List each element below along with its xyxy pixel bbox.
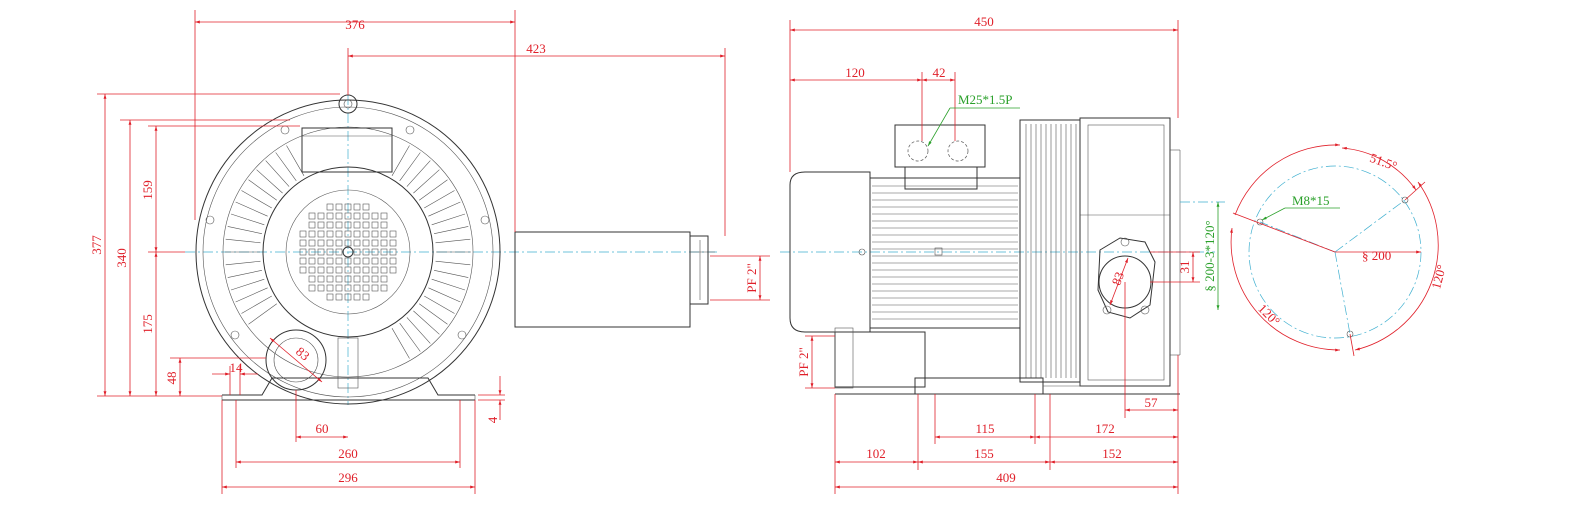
outlet-pipe [514, 231, 691, 328]
dim-102: 102 [866, 446, 886, 461]
dim-4: 4 [485, 416, 500, 423]
front-port-label: PF 2" [744, 263, 759, 293]
side-inlet-pipe [834, 331, 926, 388]
dim-409: 409 [996, 470, 1016, 485]
bolt-boss [230, 330, 240, 340]
nameplate-screw [934, 247, 943, 256]
dim-376: 376 [345, 17, 365, 32]
cooling-fins [225, 145, 471, 359]
pcd-label: § 200 [1362, 248, 1391, 263]
bolt-hole [1346, 330, 1354, 338]
bolt-boss [205, 215, 215, 225]
dim-377: 377 [89, 235, 104, 255]
lifting-eye-hole [343, 99, 353, 109]
terminal-box [301, 127, 393, 173]
dim-line-front-83 [269, 337, 323, 383]
dim-31: 31 [1177, 261, 1192, 274]
side-terminal-box [894, 124, 986, 168]
dim-line-side-83 [1109, 257, 1129, 306]
dim-155: 155 [974, 446, 994, 461]
dim-side-83: 83 [1109, 270, 1128, 287]
side-view: 450 120 42 M25*1.5P PF 2" 115 172 102 [780, 14, 1225, 494]
center-support [337, 337, 359, 389]
angle-120-bottom-label: 120° [1255, 301, 1283, 329]
dim-120: 120 [845, 65, 865, 80]
side-base-plate [914, 377, 1044, 395]
bolt-boss [457, 330, 467, 340]
flange-view: § 200 M8*15 51.5° 120° 120° [1229, 143, 1449, 357]
dim-296: 296 [338, 470, 358, 485]
fan-guard-vents [299, 203, 397, 301]
motor-body [869, 177, 1021, 329]
conduit-label: M25*1.5P [958, 92, 1013, 107]
conduit-knockout [907, 140, 929, 162]
angle-120-right-label: 120° [1428, 263, 1449, 291]
housing-inner-ring [202, 106, 494, 398]
dim-57: 57 [1145, 395, 1159, 410]
bolt-boss [405, 125, 415, 135]
front-view: 376 423 377 340 159 175 48 14 83 [89, 10, 770, 494]
motor-fins [872, 185, 1018, 320]
fin-outer-ring [222, 126, 474, 378]
motor-cover-ring [262, 166, 434, 338]
mounting-foot [222, 377, 475, 396]
dim-340: 340 [114, 248, 129, 268]
dim-172: 172 [1095, 421, 1115, 436]
dim-260: 260 [338, 446, 358, 461]
dim-175: 175 [140, 314, 155, 334]
flange-spec-label: § 200-3*120° [1202, 220, 1217, 291]
terminal-box-base [904, 166, 978, 190]
bolt-boss [480, 215, 490, 225]
outlet-flange [689, 235, 709, 305]
dim-159: 159 [140, 180, 155, 200]
housing-fins [1025, 124, 1077, 378]
dim-60: 60 [316, 421, 329, 436]
dim-42: 42 [933, 65, 946, 80]
dim-450: 450 [974, 14, 994, 29]
conduit-knockout [947, 140, 969, 162]
dim-14: 14 [230, 360, 244, 375]
bolt-label: M8*15 [1292, 193, 1330, 208]
shaft-hub [342, 246, 354, 258]
dim-115: 115 [975, 421, 994, 436]
side-port-label: PF 2" [796, 347, 811, 377]
dim-152: 152 [1102, 446, 1122, 461]
dim-423: 423 [526, 41, 546, 56]
fan-guard-ring [285, 189, 411, 315]
bolt-boss [280, 125, 290, 135]
dim-48: 48 [164, 372, 179, 385]
angle-51-label: 51.5° [1368, 150, 1399, 174]
